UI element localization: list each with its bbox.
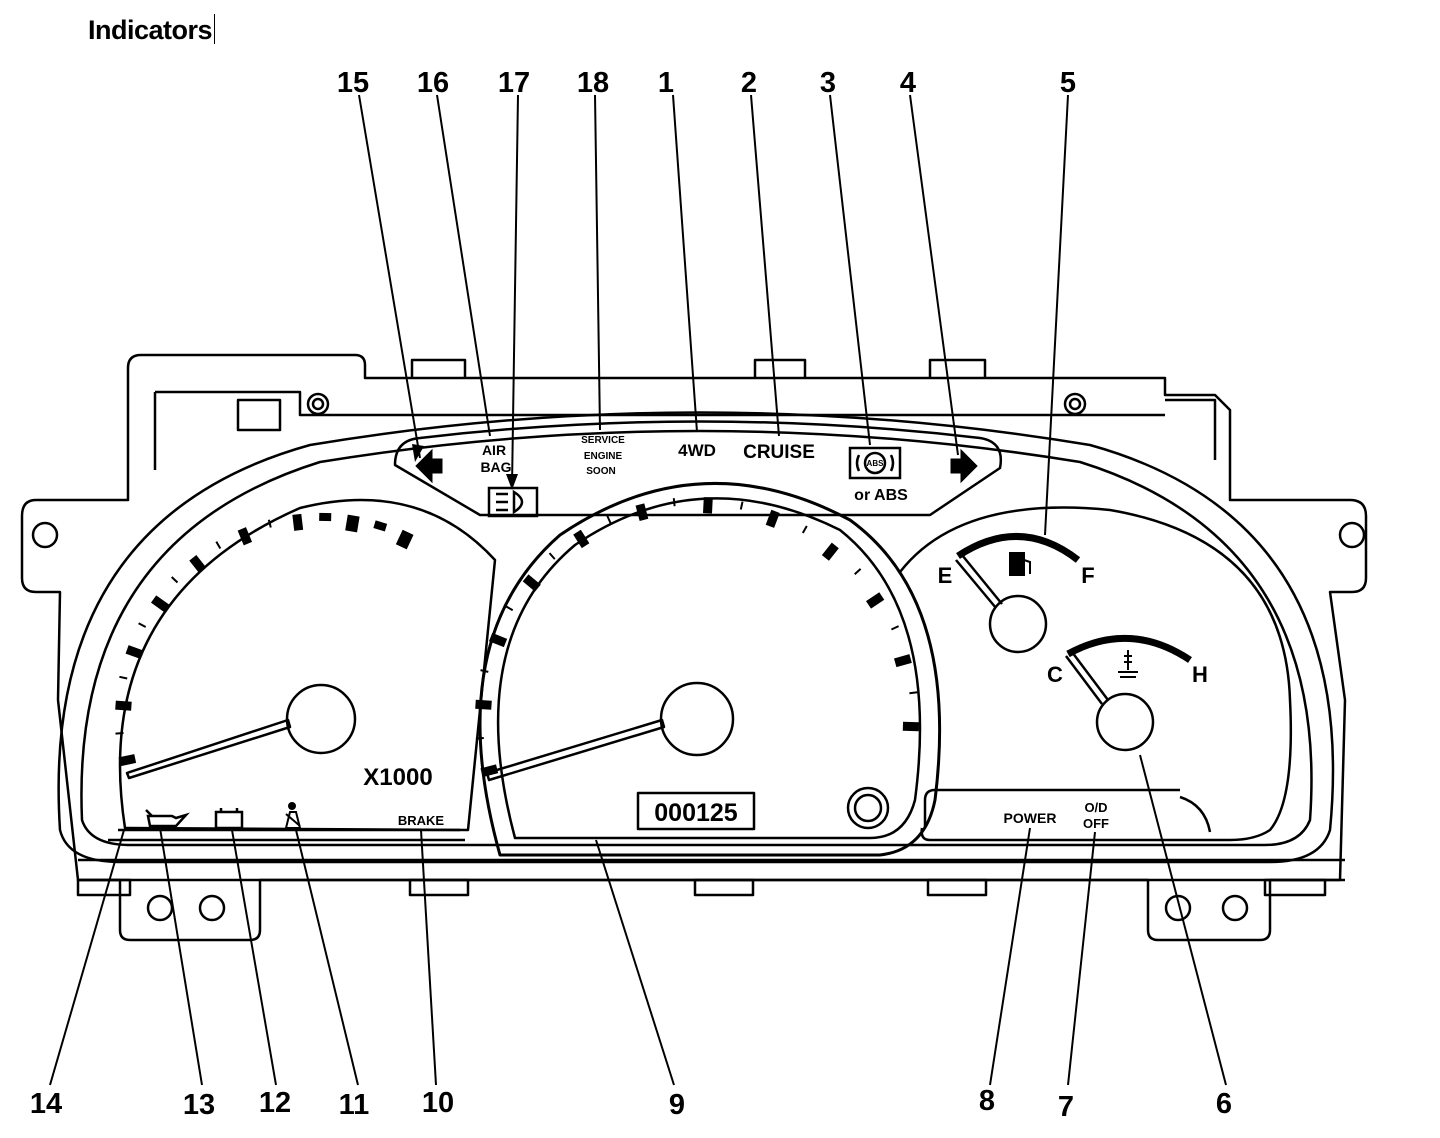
speedometer-tick	[854, 568, 862, 576]
headlamp-icon	[487, 486, 539, 518]
speedometer-tick	[909, 691, 918, 695]
speedometer-ticks	[475, 497, 920, 778]
callout-17: 17	[498, 67, 530, 99]
callout-7: 7	[1058, 1091, 1074, 1123]
speedometer-tick	[475, 737, 484, 740]
tachometer-tick	[115, 700, 132, 711]
tachometer-tick	[125, 645, 144, 660]
power-indicator: POWER	[1004, 810, 1057, 826]
tachometer-multiplier: X1000	[363, 764, 432, 791]
callout-13: 13	[183, 1089, 215, 1121]
callout-12: 12	[259, 1087, 291, 1119]
temp-hot-label: H	[1192, 662, 1208, 687]
callout-14: 14	[30, 1088, 62, 1120]
tachometer-tick	[138, 622, 147, 628]
tachometer-tick	[237, 527, 253, 546]
temp-gauge-arc	[1066, 635, 1192, 663]
right-turn-arrow-icon	[950, 448, 978, 484]
brake-indicator: BRAKE	[398, 813, 445, 828]
indicator-window	[393, 420, 1003, 517]
tachometer-tick	[292, 513, 304, 531]
callout-11: 11	[339, 1089, 370, 1121]
tachometer-tick	[118, 754, 137, 767]
fuel-empty-label: E	[938, 563, 953, 588]
speedometer-tick	[865, 592, 885, 609]
seatbelt-person-icon	[284, 802, 302, 829]
callout-1: 1	[658, 67, 674, 99]
tachometer-tick	[267, 519, 272, 528]
leader-lines	[49, 94, 1227, 1086]
speedometer-tick	[488, 632, 508, 648]
callout-8: 8	[979, 1085, 995, 1117]
speedometer-tick	[703, 497, 713, 514]
4wd-indicator: 4WD	[678, 441, 716, 460]
speedometer	[478, 481, 942, 857]
speedometer-tick	[475, 699, 492, 710]
bezel	[57, 411, 1335, 864]
service-engine-soon-line2: ENGINE	[584, 451, 623, 462]
odometer-frame	[636, 791, 756, 831]
tachometer-tick	[115, 732, 124, 735]
tachometer-tick	[215, 541, 222, 550]
callout-18: 18	[577, 67, 609, 99]
tachometer-tick	[171, 576, 179, 584]
callout-9: 9	[669, 1089, 685, 1121]
callout-5: 5	[1060, 67, 1076, 99]
battery-icon	[214, 808, 244, 830]
speedometer-tick	[801, 525, 808, 534]
callout-2: 2	[741, 67, 757, 99]
od-off-line2: OFF	[1083, 816, 1109, 831]
airbag-label-line2: BAG	[480, 459, 511, 475]
cruise-indicator: CRUISE	[743, 442, 815, 463]
callout-16: 16	[417, 67, 449, 99]
speedometer-tick	[635, 503, 649, 522]
temp-cold-label: C	[1047, 662, 1063, 687]
callout-4: 4	[900, 67, 916, 99]
tachometer-tick	[373, 520, 388, 532]
speedometer-tick	[902, 721, 920, 732]
service-engine-soon-line3: SOON	[586, 466, 615, 477]
tachometer-tick	[119, 675, 128, 680]
speedometer-tick	[573, 529, 590, 549]
speedometer-tick	[522, 574, 541, 592]
speedometer-tick	[505, 605, 514, 612]
odometer-value: 000125	[654, 799, 738, 827]
speedometer-tick	[480, 669, 489, 673]
speedometer-tick	[893, 654, 912, 668]
abs-icon	[848, 446, 902, 480]
tachometer-tick	[395, 529, 414, 550]
fuel-temp-dial	[899, 506, 1293, 842]
callout-10: 10	[422, 1087, 454, 1119]
service-engine-soon-line1: SERVICE	[581, 435, 625, 446]
thermometer-icon	[1118, 650, 1138, 678]
callout-15: 15	[337, 67, 369, 99]
speedometer-tick	[606, 515, 612, 524]
callout-6: 6	[1216, 1088, 1232, 1120]
speedometer-tick	[765, 509, 780, 528]
fuel-full-label: F	[1081, 563, 1094, 588]
abs-icon-text: ABS	[867, 459, 885, 468]
speedometer-tick	[480, 764, 499, 778]
speedometer-tick	[821, 542, 839, 561]
speedometer-tick	[548, 552, 556, 560]
callout-3: 3	[820, 67, 836, 99]
left-turn-arrow-icon	[415, 448, 443, 484]
tachometer-tick	[189, 555, 207, 574]
speedometer-tick	[672, 498, 676, 507]
abs-indicator-text: or ABS	[854, 487, 908, 504]
tachometer-tick	[345, 514, 360, 533]
cluster-housing	[20, 353, 1368, 942]
leader-arrowheads	[412, 444, 518, 490]
oil-can-icon	[145, 809, 190, 828]
fuel-pump-icon	[1009, 552, 1031, 576]
fuel-gauge-arc	[956, 533, 1081, 563]
page-title: Indicators	[88, 14, 215, 46]
speedometer-tick	[739, 501, 744, 510]
airbag-label-line1: AIR	[482, 442, 506, 458]
od-off-line1: O/D	[1084, 800, 1107, 815]
speedometer-tick	[890, 625, 900, 631]
tachometer-ticks	[115, 512, 414, 767]
tachometer-tick	[150, 595, 170, 612]
